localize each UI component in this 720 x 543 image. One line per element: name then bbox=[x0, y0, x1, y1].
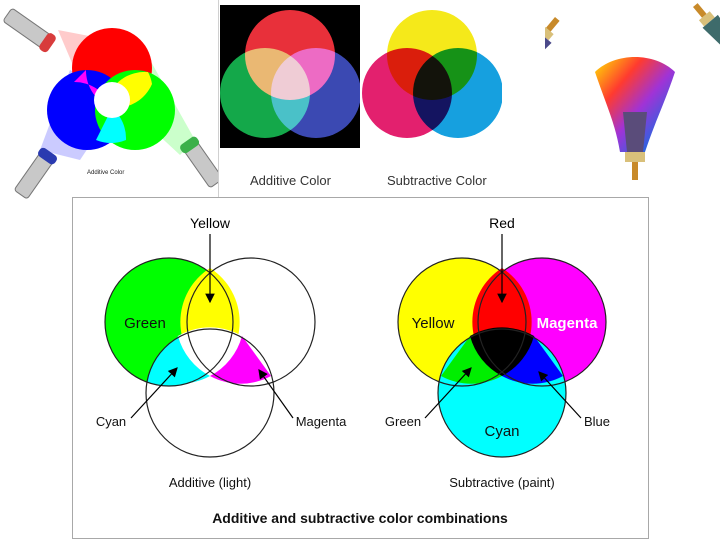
paint-brushes-panel bbox=[545, 2, 720, 200]
additive-label-green: Green bbox=[124, 315, 166, 332]
flashlight-top-left-icon bbox=[2, 6, 58, 53]
additive-label-magenta: Magenta bbox=[296, 414, 347, 429]
brush-bottom-icon bbox=[623, 112, 647, 180]
additive-label-cyan: Cyan bbox=[96, 414, 126, 429]
subtractive-caption: Subtractive (paint) bbox=[449, 475, 555, 490]
additive-label-red: Red bbox=[259, 315, 287, 332]
color-combination-diagram: Yellow Green Red Blue Cyan Magenta Addit… bbox=[73, 198, 648, 538]
diagram-title: Additive and subtractive color combinati… bbox=[212, 510, 508, 526]
brush-right-icon bbox=[688, 2, 720, 57]
main-diagram-box: Yellow Green Red Blue Cyan Magenta Addit… bbox=[72, 197, 649, 539]
subtractive-label-cyan: Cyan bbox=[484, 423, 519, 440]
subtractive-venn-small bbox=[362, 5, 502, 148]
additive-venn-small bbox=[220, 5, 360, 148]
subtractive-label-red: Red bbox=[489, 215, 515, 231]
white-center bbox=[94, 82, 130, 118]
blue-circle bbox=[271, 48, 360, 138]
subtractive-label-green: Green bbox=[385, 414, 421, 429]
additive-label-blue: Blue bbox=[194, 423, 227, 440]
paint-brushes-illustration bbox=[545, 2, 720, 200]
cyan-circle bbox=[413, 48, 502, 138]
subtractive-label-blue: Blue bbox=[584, 414, 610, 429]
subtractive-color-panel bbox=[362, 5, 502, 148]
flashlight-caption: Additive Color bbox=[87, 170, 124, 176]
additive-color-panel bbox=[220, 5, 360, 148]
additive-venn: Yellow Green Red Blue Cyan Magenta Addit… bbox=[96, 215, 347, 490]
flashlight-bottom-right-icon bbox=[179, 135, 218, 189]
additive-caption: Additive Color bbox=[250, 173, 331, 188]
additive-caption: Additive (light) bbox=[169, 475, 251, 490]
subtractive-venn: Red Yellow Magenta Cyan Green Blue Subtr… bbox=[385, 215, 610, 490]
flashlight-color-panel: Additive Color bbox=[0, 0, 219, 200]
subtractive-label-magenta: Magenta bbox=[537, 315, 599, 332]
subtractive-label-yellow: Yellow bbox=[412, 315, 455, 332]
subtractive-caption: Subtractive Color bbox=[387, 173, 487, 188]
flashlight-bottom-left-icon bbox=[12, 146, 58, 200]
additive-label-yellow: Yellow bbox=[190, 215, 231, 231]
brush-left-icon bbox=[545, 13, 566, 72]
